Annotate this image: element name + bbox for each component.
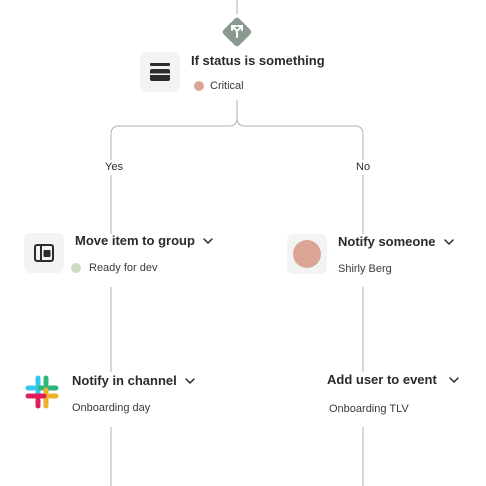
step-notify-someone-title[interactable]: Notify someone: [338, 234, 454, 250]
chevron-down-icon[interactable]: [184, 377, 195, 384]
step-move-item-title[interactable]: Move item to group: [75, 233, 213, 249]
step-move-item-subtitle: Ready for dev: [71, 261, 157, 275]
chevron-down-icon[interactable]: [449, 376, 459, 383]
board-layout-icon: [34, 244, 54, 262]
chevron-down-icon[interactable]: [443, 238, 454, 245]
condition-status: Critical: [194, 79, 244, 93]
stack-icon: [150, 63, 170, 81]
branch-label-no: No: [354, 160, 373, 175]
step-notify-someone-subtitle: Shirly Berg: [338, 263, 392, 275]
move-item-icon-box[interactable]: [24, 233, 64, 273]
ready-status-dot: [71, 263, 81, 273]
condition-status-label: Critical: [210, 80, 244, 92]
condition-block-icon[interactable]: [140, 52, 180, 92]
step-notify-channel-title[interactable]: Notify in channel: [72, 373, 195, 389]
slack-icon: [25, 375, 59, 409]
slack-icon-box[interactable]: [24, 374, 60, 410]
git-branch-icon: [222, 17, 252, 47]
condition-diamond[interactable]: [219, 14, 255, 50]
fork-left: [110, 117, 238, 234]
condition-title[interactable]: If status is something: [191, 53, 325, 68]
branch-label-yes: Yes: [103, 160, 125, 175]
avatar: [293, 240, 321, 268]
notify-someone-icon-box[interactable]: [287, 234, 327, 274]
critical-status-dot: [194, 81, 204, 91]
step-notify-channel-subtitle: Onboarding day: [72, 402, 151, 414]
chevron-down-icon[interactable]: [203, 237, 213, 244]
step-add-user-subtitle: Onboarding TLV: [329, 403, 409, 415]
step-add-user-title[interactable]: Add user to event: [327, 372, 459, 388]
fork-right: [236, 117, 364, 234]
